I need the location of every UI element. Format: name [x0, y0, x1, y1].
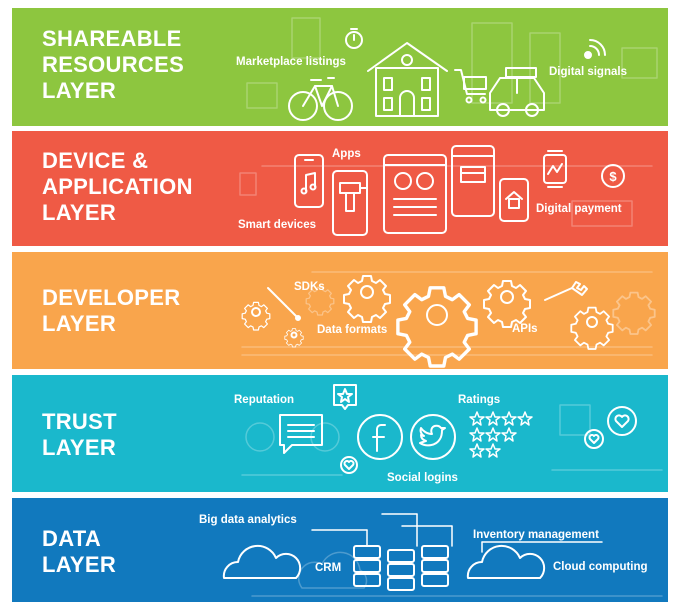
title-line: SHAREABLE	[42, 26, 182, 51]
reputation-label: Reputation	[234, 394, 295, 406]
database-icon	[353, 545, 449, 591]
layer-title: TRUST LAYER	[42, 409, 117, 461]
shareable-illustration	[246, 17, 658, 121]
smart-devices-label: Smart devices	[238, 219, 316, 231]
title-line: APPLICATION	[42, 174, 193, 199]
data-layer: DATA LAYER	[12, 498, 668, 602]
screwdriver-icon	[267, 287, 301, 321]
twitter-icon	[410, 414, 456, 460]
developer-layer: DEVELOPER LAYER	[12, 252, 668, 369]
house-icon	[367, 42, 448, 117]
apis-label: APIs	[512, 323, 538, 335]
title-line: DEVELOPER	[42, 285, 181, 310]
smart-home-phone-icon	[499, 178, 529, 222]
smartwatch-icon	[543, 150, 567, 188]
title-line: LAYER	[42, 435, 117, 460]
title-line: DATA	[42, 526, 102, 551]
facebook-icon	[357, 414, 403, 460]
shareable-resources-layer: SHAREABLE RESOURCES LAYER	[12, 8, 668, 126]
cloud-icon	[222, 544, 546, 579]
data-formats-label: Data formats	[317, 324, 388, 336]
trust-illustration	[241, 384, 663, 476]
dollar-coin-icon	[601, 164, 625, 188]
digital-payment-label: Digital payment	[536, 203, 622, 215]
title-line: LAYER	[42, 311, 117, 336]
title-line: LAYER	[42, 552, 117, 577]
bicycle-icon	[288, 77, 353, 121]
smartphone-music-icon	[294, 154, 324, 208]
inventory-management-label: Inventory management	[473, 529, 599, 541]
apps-label: Apps	[332, 148, 361, 160]
sdks-label: SDKs	[294, 281, 325, 293]
layer-title: SHAREABLE RESOURCES LAYER	[42, 26, 184, 104]
heart-icon	[340, 456, 358, 474]
car-icon	[489, 67, 545, 117]
data-connector-lines	[311, 513, 603, 553]
title-line: LAYER	[42, 78, 117, 103]
layer-title: DEVICE & APPLICATION LAYER	[42, 148, 193, 226]
developer-illustration	[241, 271, 656, 368]
layer-title: DEVELOPER LAYER	[42, 285, 180, 337]
wrench-icon	[544, 281, 588, 301]
title-line: TRUST	[42, 409, 117, 434]
speech-bubble-icon	[279, 414, 323, 454]
device-illustration: $	[239, 145, 653, 236]
device-application-layer: DEVICE & APPLICATION LAYER	[12, 131, 668, 246]
social-logins-label: Social logins	[387, 472, 458, 484]
stopwatch-icon	[345, 28, 363, 49]
star-rating-icon	[469, 411, 533, 458]
svg-text:$: $	[609, 169, 617, 184]
star-bubble-icon	[333, 384, 357, 410]
shopping-cart-icon	[454, 69, 487, 104]
title-line: DEVICE &	[42, 148, 149, 173]
marketplace-listings-label: Marketplace listings	[236, 56, 346, 68]
gear-icon	[241, 275, 656, 368]
heart-icon	[584, 406, 637, 449]
title-line: LAYER	[42, 200, 117, 225]
tablet-icon	[383, 154, 447, 234]
data-illustration	[222, 513, 663, 597]
layer-title: DATA LAYER	[42, 526, 116, 578]
digital-signals-label: Digital signals	[549, 66, 627, 78]
wifi-signal-icon	[584, 39, 606, 59]
trust-layer: TRUST LAYER	[12, 375, 668, 492]
payment-card-tablet-icon	[451, 145, 495, 217]
ratings-label: Ratings	[458, 394, 501, 406]
crm-label: CRM	[315, 562, 342, 574]
big-data-analytics-label: Big data analytics	[199, 514, 297, 526]
cloud-computing-label: Cloud computing	[553, 561, 648, 573]
title-line: RESOURCES	[42, 52, 185, 77]
power-drill-icon	[332, 170, 368, 236]
